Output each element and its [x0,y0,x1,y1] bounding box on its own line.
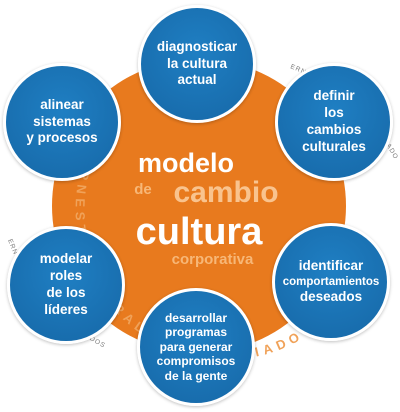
step-desarrollar-circle: desarrollar programas para generar compr… [137,288,255,406]
center-title-cambio: cambio [173,176,279,209]
step-alinear-label: alinear sistemas y procesos [26,96,98,146]
center-title-cultura: cultura [135,211,263,253]
step-desarrollar-label: desarrollar programas para generar compr… [156,311,236,383]
step-modelar-label: modelar roles de los líderes [39,251,93,317]
step-identificar-circle: identificar comportamientos deseados [272,223,390,341]
step-definir-label: definir los cambios culturales [302,88,366,154]
center-title-de: de [134,181,152,198]
step-diagnosticar-circle: diagnosticar la cultura actual [138,5,256,123]
center-title-modelo: modelo [137,148,234,178]
step-modelar-circle: modelar roles de los líderes [7,226,125,344]
step-diagnosticar-label: diagnosticar la cultura actual [156,38,238,88]
step-identificar-label: identificar comportamientos deseados [282,257,380,305]
step-definir-circle: definir los cambios culturales [275,63,393,181]
step-alinear-circle: alinear sistemas y procesos [3,63,121,181]
center-title-corporativa: corporativa [171,251,254,268]
